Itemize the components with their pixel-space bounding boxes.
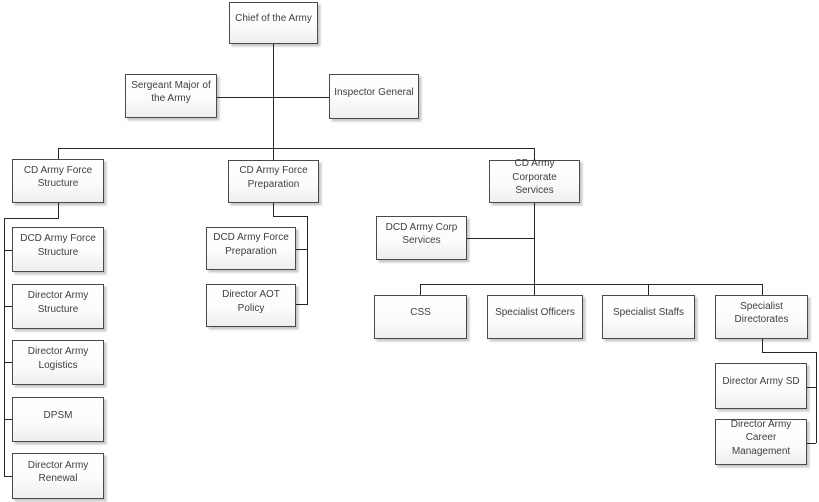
connector-line — [296, 249, 307, 250]
connector-line — [58, 148, 59, 159]
connector-line — [4, 218, 5, 477]
org-node-dcd-army-force-preparation: DCD Army Force Preparation — [206, 227, 296, 270]
connector-line — [534, 203, 535, 295]
org-node-director-army-career-management: Director Army Career Management — [715, 419, 807, 465]
org-node-label: Director Army Career Management — [730, 418, 792, 457]
connector-line — [4, 476, 12, 477]
org-node-label: Sergeant Major of the Army — [131, 79, 211, 105]
org-node-director-aot-policy: Director AOT Policy — [206, 284, 296, 327]
org-node-label: Chief of the Army — [235, 13, 312, 25]
org-node-specialist-staffs: Specialist Staffs — [602, 295, 695, 339]
connector-line — [58, 203, 59, 219]
connector-line — [4, 218, 59, 219]
org-node-dpsm: DPSM — [12, 397, 104, 442]
connector-line — [307, 216, 308, 305]
connector-line — [807, 387, 816, 388]
org-node-cd-army-force-structure: CD Army Force Structure — [12, 159, 104, 203]
connector-line — [273, 44, 274, 160]
org-node-label: DCD Army Force Structure — [20, 233, 96, 258]
org-node-label: CD Army Force Structure — [23, 164, 93, 190]
org-node-specialist-directorates: Specialist Directorates — [715, 295, 808, 339]
org-node-label: Director Army Renewal — [27, 459, 89, 485]
org-node-chief-of-the-army: Chief of the Army — [229, 2, 318, 44]
org-node-css: CSS — [374, 295, 467, 339]
org-node-inspector-general: Inspector General — [329, 74, 419, 119]
org-node-label: Specialist Directorates — [734, 300, 789, 326]
org-node-director-army-structure: Director Army Structure — [12, 284, 104, 329]
connector-line — [467, 238, 534, 239]
connector-line — [4, 419, 12, 420]
connector-line — [217, 97, 329, 98]
connector-line — [762, 284, 763, 295]
org-node-director-army-renewal: Director Army Renewal — [12, 453, 104, 499]
org-node-director-army-sd: Director Army SD — [715, 363, 807, 409]
connector-line — [58, 148, 535, 149]
connector-line — [762, 339, 763, 353]
org-node-label: Inspector General — [334, 86, 414, 98]
connector-line — [420, 284, 421, 295]
org-node-label: CD Army Corporate Services — [512, 158, 557, 197]
connector-line — [273, 216, 308, 217]
org-node-label: Director Army Structure — [27, 290, 89, 315]
org-node-cd-army-corporate-services: CD Army Corporate Services — [489, 158, 580, 203]
connector-line — [296, 304, 307, 305]
connector-line — [762, 352, 817, 353]
org-node-sergeant-major: Sergeant Major of the Army — [125, 74, 217, 118]
org-node-label: DCD Army Force Preparation — [213, 232, 289, 257]
org-node-label: DCD Army Corp Services — [385, 221, 458, 247]
org-node-cd-army-force-preparation: CD Army Force Preparation — [228, 160, 319, 203]
org-node-label: DPSM — [43, 409, 73, 421]
connector-line — [420, 284, 762, 285]
connector-line — [4, 250, 12, 251]
connector-line — [273, 203, 274, 217]
org-node-director-army-logistics: Director Army Logistics — [12, 340, 104, 385]
connector-line — [648, 284, 649, 295]
connector-line — [4, 362, 12, 363]
org-node-label: Director Army Logistics — [27, 346, 89, 371]
connector-line — [807, 443, 816, 444]
org-node-label: Director AOT Policy — [222, 289, 280, 314]
org-node-specialist-officers: Specialist Officers — [487, 295, 583, 339]
org-node-label: CSS — [410, 307, 431, 319]
org-node-label: Specialist Staffs — [613, 307, 684, 319]
org-node-label: Specialist Officers — [495, 307, 575, 319]
connector-line — [4, 306, 12, 307]
org-node-label: CD Army Force Preparation — [239, 165, 308, 190]
org-node-dcd-army-force-structure: DCD Army Force Structure — [12, 227, 104, 272]
connector-line — [534, 148, 535, 160]
connector-line — [816, 352, 817, 443]
org-node-label: Director Army SD — [722, 376, 800, 388]
org-node-dcd-army-corp-services: DCD Army Corp Services — [376, 216, 467, 260]
